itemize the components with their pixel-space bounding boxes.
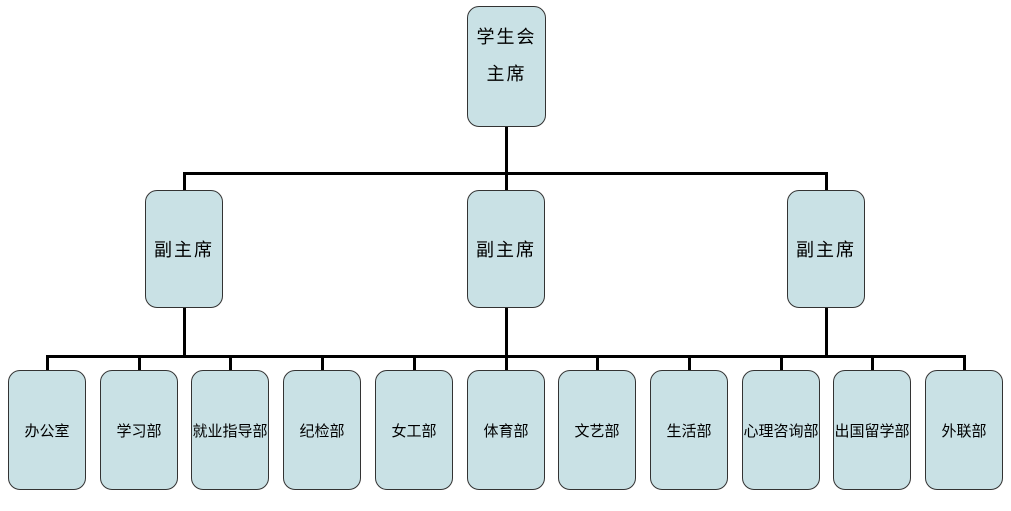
- org-node-department: 出国留学部: [833, 370, 911, 490]
- connector-line: [412, 355, 416, 371]
- org-node-label: 纪检部: [299, 421, 345, 440]
- org-node-president: 学生会 主席: [467, 6, 546, 127]
- org-node-department: 就业指导部: [191, 370, 269, 490]
- connector-line: [504, 172, 508, 191]
- org-node-department: 女工部: [375, 370, 453, 490]
- connector-line: [870, 355, 874, 371]
- org-node-department: 外联部: [925, 370, 1003, 490]
- connector-line: [504, 127, 508, 175]
- org-node-label: 体育部: [483, 421, 529, 440]
- org-node-label: 就业指导部: [192, 421, 268, 440]
- org-node-label: 学生会: [476, 27, 537, 48]
- org-node-vice-president: 副主席: [467, 190, 545, 308]
- org-node-label: 办公室: [24, 421, 70, 440]
- org-node-vice-president: 副主席: [145, 190, 223, 308]
- org-node-label: 文艺部: [574, 421, 620, 440]
- connector-line: [182, 308, 186, 358]
- org-node-label: 副主席: [796, 240, 856, 261]
- org-node-department: 学习部: [100, 370, 178, 490]
- connector-line: [182, 172, 186, 191]
- connector-line: [824, 308, 828, 358]
- org-node-department: 纪检部: [283, 370, 361, 490]
- org-node-label: 心理咨询部: [743, 421, 819, 440]
- connector-line: [137, 355, 141, 371]
- org-node-vice-president: 副主席: [787, 190, 865, 308]
- org-node-department: 心理咨询部: [742, 370, 820, 490]
- org-node-department: 文艺部: [558, 370, 636, 490]
- connector-line: [45, 355, 49, 371]
- connector-line: [504, 355, 508, 371]
- connector-line: [228, 355, 232, 371]
- org-node-department: 办公室: [8, 370, 86, 490]
- connector-line: [824, 172, 828, 191]
- connector-line: [320, 355, 324, 371]
- org-node-label: 副主席: [154, 240, 214, 261]
- connector-line: [595, 355, 599, 371]
- org-node-department: 体育部: [467, 370, 545, 490]
- connector-line: [504, 308, 508, 358]
- org-node-label: 主席: [486, 64, 527, 85]
- org-node-label: 生活部: [666, 421, 712, 440]
- connector-line: [962, 355, 966, 371]
- org-node-label: 学习部: [116, 421, 162, 440]
- org-node-label: 出国留学部: [834, 421, 910, 440]
- org-node-label: 副主席: [476, 240, 536, 261]
- connector-line: [687, 355, 691, 371]
- org-node-label: 外联部: [941, 421, 987, 440]
- connector-line: [779, 355, 783, 371]
- org-node-department: 生活部: [650, 370, 728, 490]
- org-node-label: 女工部: [391, 421, 437, 440]
